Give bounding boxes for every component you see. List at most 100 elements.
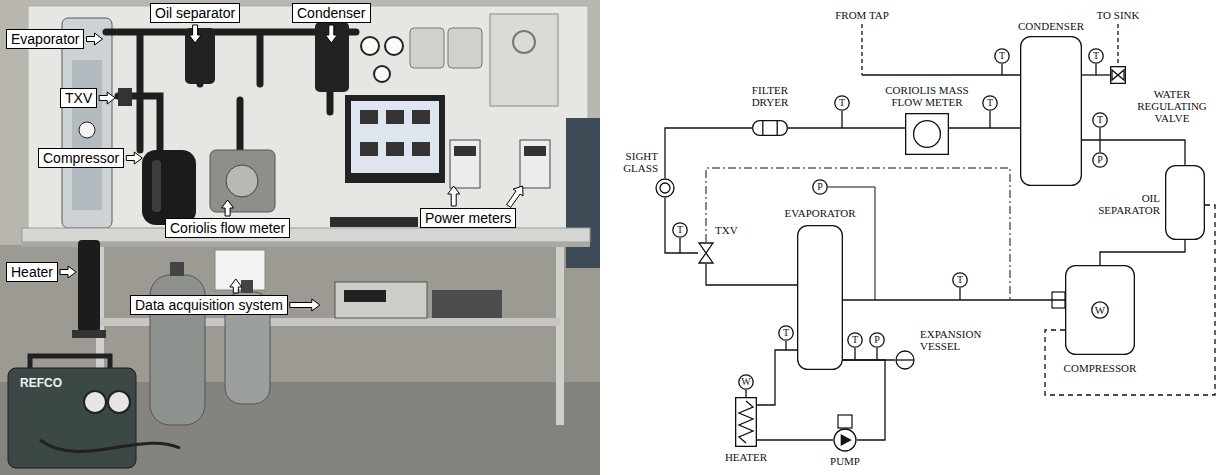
component: CORIOLIS MASS FLOW METER <box>905 113 949 155</box>
sensor-symbol: T <box>778 325 794 341</box>
gauge <box>108 391 130 413</box>
component-symbol <box>833 428 857 452</box>
sensor-circle <box>1089 49 1103 63</box>
label-text: T <box>783 328 789 338</box>
sensor-symbol: P <box>869 332 885 348</box>
callout-arrow <box>290 299 320 311</box>
heater-body <box>736 398 757 447</box>
callout-arrow <box>507 186 523 207</box>
label-text: FILTER DRYER <box>735 84 805 108</box>
callout-arrow <box>126 152 142 164</box>
sensor-symbol: T <box>1088 48 1104 64</box>
pipe-connector <box>1082 74 1110 75</box>
callout-box: Heater <box>6 262 58 282</box>
screen-plot <box>360 142 378 156</box>
component-symbol <box>1165 165 1205 240</box>
label-text: CORIOLIS MASS FLOW METER <box>872 84 982 108</box>
component-symbol <box>1020 36 1082 186</box>
coriolis-sensor <box>226 165 258 197</box>
sensor-circle <box>995 49 1009 63</box>
pump-triangle <box>841 434 852 446</box>
pipe-connector <box>843 299 1065 300</box>
meter-display <box>524 146 546 156</box>
cabinet-switch <box>513 31 535 53</box>
sensor-symbol: P <box>1092 152 1108 168</box>
sensor-symbol: P <box>812 179 828 195</box>
label-text: WATER REGULATING VALVE <box>1126 88 1218 124</box>
callout-arrow <box>230 279 242 293</box>
sensor-symbol: T <box>672 222 688 238</box>
pressure-gauge <box>79 122 95 138</box>
workshop-wall <box>0 0 600 245</box>
component: SIGHT GLASS <box>655 178 675 198</box>
sensor-circle <box>983 96 997 110</box>
sensor-symbol: T <box>952 272 968 288</box>
label-text: T <box>1093 51 1099 61</box>
meter-display <box>454 146 476 156</box>
screen-plot <box>412 110 430 124</box>
component-symbol <box>1110 66 1126 84</box>
label-text: P <box>1097 155 1103 165</box>
pipe-connector <box>949 127 1020 128</box>
keyboard <box>330 217 418 227</box>
hose <box>40 440 180 452</box>
monitor-screen <box>351 101 439 173</box>
vessel-outline <box>896 351 914 369</box>
label-text: SIGHT GLASS <box>604 150 658 174</box>
sensor-symbol: T <box>834 95 850 111</box>
sensor-circle <box>1093 113 1107 127</box>
label-text: EVAPORATOR <box>770 207 870 219</box>
screen-plot <box>386 110 404 124</box>
callout-arrow <box>189 25 201 43</box>
callout-box: TXV <box>60 88 97 108</box>
dosing-pump <box>410 28 444 68</box>
sensor-circle <box>1092 302 1108 318</box>
vessel-outline <box>1021 37 1082 186</box>
component: WATER REGULATING VALVE <box>1110 66 1126 84</box>
component-symbol <box>698 242 714 264</box>
pipe-connector <box>706 264 797 285</box>
gauge <box>374 66 390 82</box>
pipe-connector <box>1100 240 1185 265</box>
electrical-cabinet <box>490 14 558 106</box>
label-text: T <box>1097 115 1103 125</box>
meter-body <box>906 114 949 155</box>
component: EXPANSION VESSEL <box>895 350 915 370</box>
heater-coil <box>739 401 753 443</box>
txv-bulb-line <box>706 168 1010 300</box>
vessel-outline <box>1166 166 1205 240</box>
label-text: T <box>957 275 963 285</box>
gauge <box>84 391 106 413</box>
component: PUMP <box>833 428 857 452</box>
callout-box: Oil separator <box>150 3 240 23</box>
label-text: T <box>839 98 845 108</box>
component-symbol <box>735 397 757 447</box>
label-text: T <box>677 225 683 235</box>
component: TXV <box>698 242 714 264</box>
callout-arrow <box>87 33 103 45</box>
label-text: COMPRESSOR <box>1050 362 1150 374</box>
component: OIL SEPARATOR <box>1165 165 1205 240</box>
label-text: Oil separator <box>155 5 235 21</box>
label-text: T <box>987 98 993 108</box>
sensor-symbol: T <box>982 95 998 111</box>
pipe-connector <box>665 128 752 178</box>
dosing-pump <box>448 28 482 68</box>
coriolis-body <box>210 150 275 212</box>
sensor-symbol: W <box>738 374 754 390</box>
dryer-bands <box>763 121 777 135</box>
label-text: Condenser <box>297 5 366 21</box>
txv-body <box>118 88 132 106</box>
pipe-connector <box>757 350 797 405</box>
evaporator-cylinder <box>62 18 112 228</box>
component-symbol <box>895 350 915 370</box>
pipe-connector <box>665 198 698 253</box>
sensor-symbol: T <box>847 332 863 348</box>
meter-dial <box>914 121 941 148</box>
power-meter <box>520 140 550 188</box>
component: EVAPORATOR <box>797 225 843 370</box>
cylinder-valve <box>241 280 253 293</box>
water-outlet-line <box>1117 24 1118 66</box>
power-meter <box>450 140 480 188</box>
